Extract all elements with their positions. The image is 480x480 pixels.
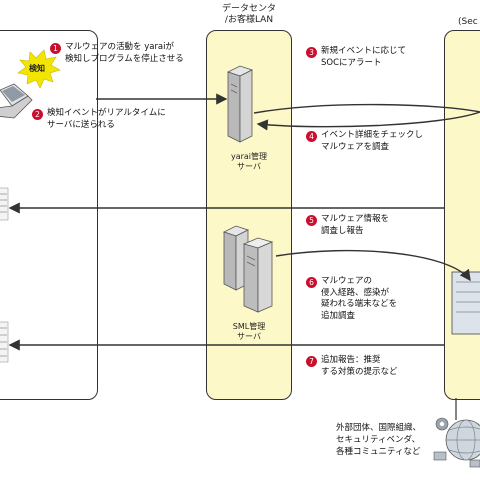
step-text: マルウェアの活動を yaraiが 検知しプログラムを停止させる	[65, 42, 184, 64]
step-5: 5 マルウェア情報を 調査し報告	[306, 214, 389, 237]
step-text: 追加報告：推奨 する対策の提示など	[321, 355, 398, 377]
step-number-badge: 5	[306, 215, 317, 226]
globe-icon	[445, 419, 480, 461]
soc-zone	[444, 30, 480, 400]
additional-report-document-icon	[0, 321, 9, 363]
external-organizations-label: 外部団体、国際組織、 セキュリティベンダ、 各種コミュニティなど	[336, 423, 422, 457]
yarai-server-label: yarai管理 サーバ	[230, 152, 268, 171]
step-number-badge: 6	[306, 277, 317, 288]
datacenter-zone-title: データセンタ /お客様LAN	[221, 4, 276, 25]
step-2: 2 検知イベントがリアルタイムに サーバに送られる	[32, 108, 166, 131]
step-6: 6 マルウェアの 侵入経路、感染が 疑われる端末などを 追加調査	[306, 276, 397, 322]
step-4: 4 イベント詳細をチェックし マルウェアを調査	[306, 130, 423, 153]
sml-server-label: SML管理 サーバ	[232, 322, 266, 341]
laptop-icon	[0, 83, 33, 119]
device-icon	[433, 451, 480, 468]
gear-icon	[435, 417, 449, 431]
step-number-badge: 4	[306, 131, 317, 142]
yarai-server-icon	[226, 65, 254, 143]
soc-zone-title: (Sec	[458, 17, 478, 27]
step-text: 検知イベントがリアルタイムに サーバに送られる	[47, 108, 166, 130]
report-document-icon	[0, 187, 9, 221]
step-number-badge: 3	[306, 47, 317, 58]
arrow-additional-investigation-loop	[275, 249, 471, 282]
step-text: マルウェアの 侵入経路、感染が 疑われる端末などを 追加調査	[321, 276, 398, 321]
step-text: マルウェア情報を 調査し報告	[321, 214, 390, 236]
step-number-badge: 1	[50, 43, 61, 54]
step-7: 7 追加報告：推奨 する対策の提示など	[306, 355, 398, 378]
step-1: 1 マルウェアの活動を yaraiが 検知しプログラムを停止させる	[50, 42, 184, 65]
step-text: イベント詳細をチェックし マルウェアを調査	[321, 130, 424, 152]
sml-server-icon	[222, 225, 274, 313]
soc-monitor-icon	[451, 271, 480, 335]
step-number-badge: 7	[306, 356, 317, 367]
alert-burst-label: 検知	[29, 64, 45, 73]
step-text: 新規イベントに応じて SOCにアラート	[321, 46, 407, 68]
step-number-badge: 2	[32, 109, 43, 120]
arrow-soc-alert-loop	[253, 103, 480, 131]
step-3: 3 新規イベントに応じて SOCにアラート	[306, 46, 406, 69]
alert-burst-icon	[17, 49, 61, 89]
